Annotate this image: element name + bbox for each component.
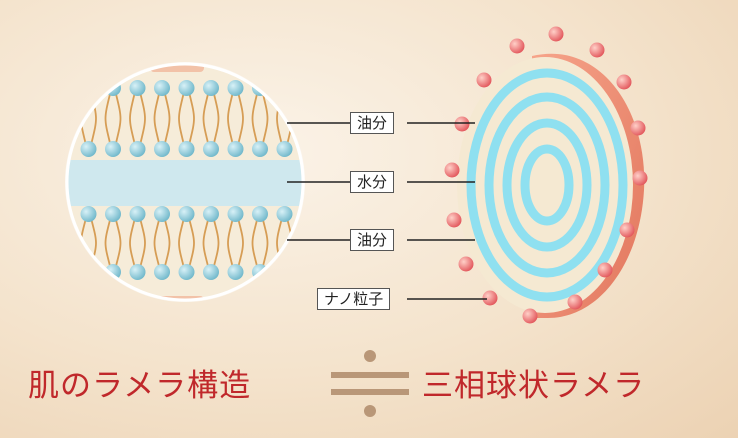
title-skin-lamella: 肌のラメラ構造 [28,368,252,404]
nano-particles [444,26,648,324]
label-oil-top: 油分 [350,112,395,134]
title-spherical-lamella: 三相球状ラメラ [422,368,646,404]
approx-equal-icon [331,350,409,417]
label-water: 水分 [350,171,395,193]
label-oil-bottom: 油分 [350,229,395,251]
label-nano-particle: ナノ粒子 [317,288,391,310]
water-band [67,160,303,206]
skin-lamella-circle [65,62,305,302]
connector-lines [287,122,487,300]
concentric-rings [466,68,628,302]
spherical-lamella [444,26,648,324]
